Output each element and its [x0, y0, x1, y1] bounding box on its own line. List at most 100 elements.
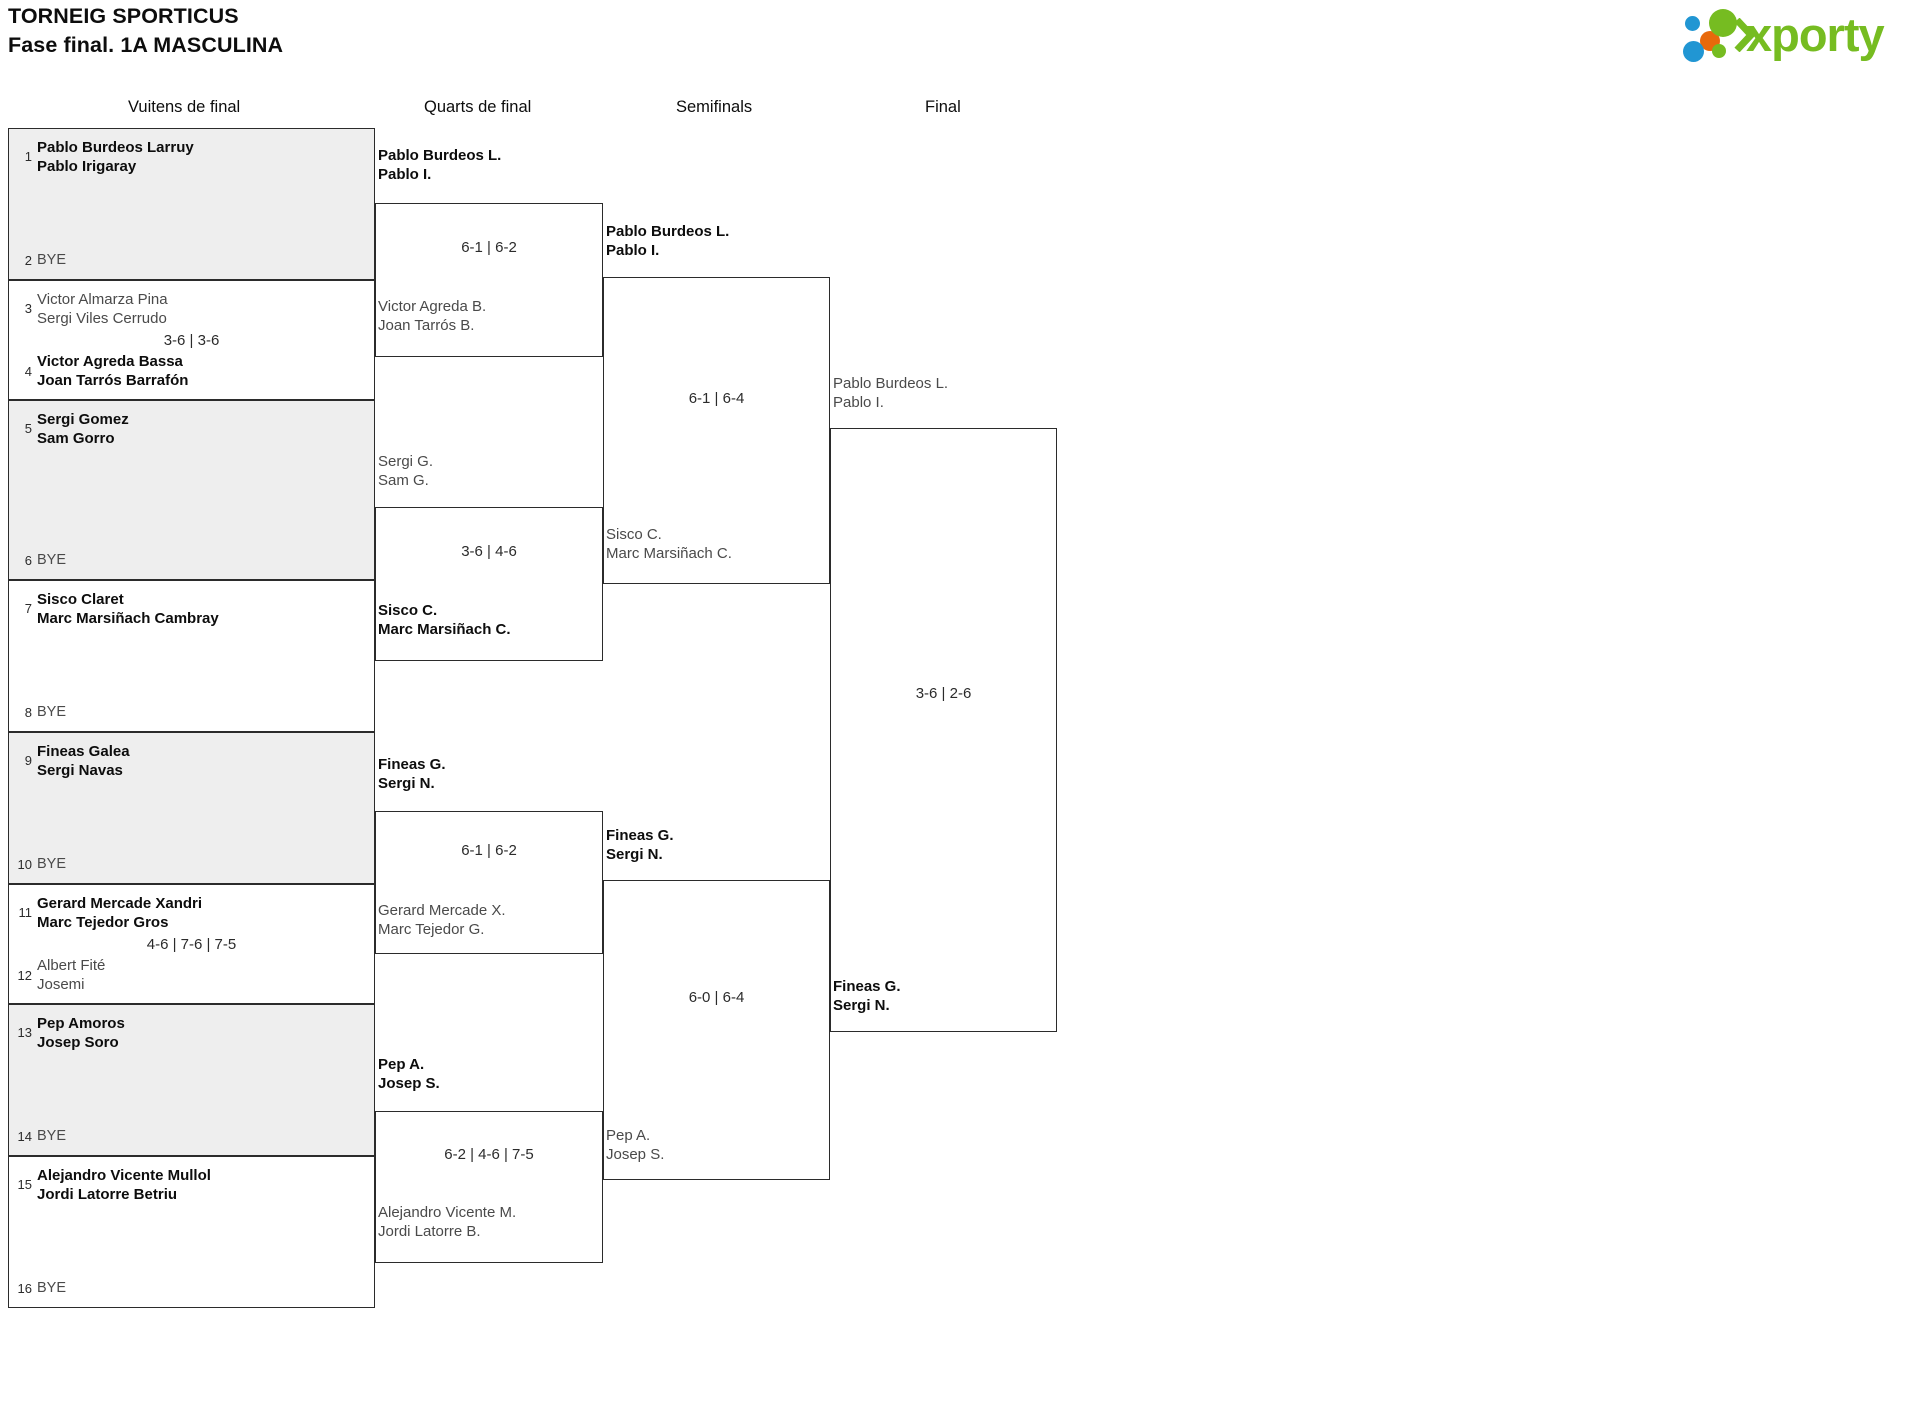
- seed-number: 8: [24, 705, 32, 720]
- qf1-connector[interactable]: 6-1 | 6-2: [375, 203, 603, 357]
- player-names: BYE: [37, 1128, 67, 1144]
- r1-match-8-bottom[interactable]: 16 BYE: [9, 1279, 374, 1298]
- title-block: TORNEIG SPORTICUS Fase final. 1A MASCULI…: [8, 2, 283, 60]
- seed-number: 13: [17, 1025, 32, 1040]
- final-bottom-entry[interactable]: Fineas G.Sergi N.: [833, 978, 901, 1014]
- sf1-bottom-entry[interactable]: Sisco C.Marc Marsiñach C.: [606, 526, 732, 562]
- seed-number: 15: [17, 1177, 32, 1192]
- qf3-top-entry[interactable]: Fineas G.Sergi N.: [378, 756, 446, 792]
- qf3-score: 6-1 | 6-2: [461, 842, 517, 859]
- logo-dot-blue-large: [1683, 41, 1704, 62]
- sf2-bottom-entry[interactable]: Pep A.Josep S.: [606, 1127, 665, 1163]
- qf1-score: 6-1 | 6-2: [461, 239, 517, 256]
- final-connector[interactable]: 3-6 | 2-6: [830, 428, 1057, 1032]
- r1-match-3-bottom[interactable]: 6 BYE: [9, 551, 374, 570]
- logo-dots-icon: [1682, 8, 1744, 62]
- logo-dot-green-small: [1712, 44, 1726, 58]
- logo-chevron-icon: [1734, 18, 1756, 52]
- seed-number: 3: [24, 301, 32, 316]
- xporty-logo[interactable]: xporty: [1682, 4, 1910, 66]
- r1-match-5-bottom[interactable]: 10 BYE: [9, 855, 374, 874]
- r1-match-7-bottom[interactable]: 14 BYE: [9, 1127, 374, 1146]
- r1-match-1-bottom[interactable]: 2 BYE: [9, 251, 374, 270]
- qf2-bottom-entry[interactable]: Sisco C.Marc Marsiñach C.: [378, 602, 511, 638]
- sf2-top-entry[interactable]: Fineas G.Sergi N.: [606, 827, 674, 863]
- player-names: BYE: [37, 704, 67, 720]
- seed-number: 9: [24, 753, 32, 768]
- final-top-entry[interactable]: Pablo Burdeos L.Pablo I.: [833, 375, 949, 411]
- sf1-connector[interactable]: 6-1 | 6-4: [603, 277, 830, 584]
- sf2-score: 6-0 | 6-4: [688, 989, 745, 1006]
- final-score: 3-6 | 2-6: [915, 685, 972, 702]
- qf2-score: 3-6 | 4-6: [461, 543, 517, 560]
- qf4-connector[interactable]: 6-2 | 4-6 | 7-5: [375, 1111, 603, 1263]
- sf1-top-entry[interactable]: Pablo Burdeos L.Pablo I.: [606, 223, 730, 259]
- qf3-connector[interactable]: 6-1 | 6-2: [375, 811, 603, 954]
- qf3-bottom-entry[interactable]: Gerard Mercade X.Marc Tejedor G.: [378, 902, 506, 938]
- qf2-connector[interactable]: 3-6 | 4-6: [375, 507, 603, 661]
- player-names: BYE: [37, 252, 67, 268]
- page-header: TORNEIG SPORTICUS Fase final. 1A MASCULI…: [0, 0, 1920, 78]
- player-names: BYE: [37, 856, 67, 872]
- sf1-score: 6-1 | 6-4: [688, 390, 745, 407]
- qf1-top-entry[interactable]: Pablo Burdeos L.Pablo I.: [378, 147, 502, 183]
- round-header-round-of-16: Vuitens de final: [128, 98, 241, 116]
- seed-number: 14: [17, 1129, 32, 1144]
- seed-number: 12: [17, 968, 32, 983]
- seed-number: 4: [24, 364, 32, 379]
- sf2-connector[interactable]: 6-0 | 6-4: [603, 880, 830, 1180]
- tournament-subtitle: Fase final. 1A MASCULINA: [8, 33, 284, 57]
- qf4-score: 6-2 | 4-6 | 7-5: [444, 1146, 534, 1163]
- qf4-bottom-entry[interactable]: Alejandro Vicente M.Jordi Latorre B.: [378, 1204, 517, 1240]
- seed-number: 10: [17, 857, 32, 872]
- logo-dot-blue-small: [1685, 16, 1700, 31]
- seed-number: 16: [17, 1281, 32, 1296]
- player-names: BYE: [37, 552, 67, 568]
- player-names: BYE: [37, 1280, 67, 1296]
- qf1-bottom-entry[interactable]: Victor Agreda B.Joan Tarrós B.: [378, 298, 487, 334]
- round-header-quarterfinals: Quarts de final: [424, 98, 532, 116]
- qf4-top-entry[interactable]: Pep A.Josep S.: [378, 1056, 440, 1092]
- seed-number: 5: [24, 421, 32, 436]
- logo-dot-green-large: [1709, 9, 1737, 37]
- r1-match-4-bottom[interactable]: 8 BYE: [9, 703, 374, 722]
- tournament-title: TORNEIG SPORTICUS: [8, 4, 239, 28]
- seed-number: 7: [24, 601, 32, 616]
- seed-number: 2: [24, 253, 32, 268]
- logo-wordmark: xporty: [1746, 8, 1885, 61]
- round-header-semifinals: Semifinals: [676, 98, 753, 116]
- round-header-final: Final: [925, 98, 961, 116]
- r1-match-2-score: 3-6 | 3-6: [163, 332, 220, 349]
- seed-number: 6: [24, 553, 32, 568]
- qf2-top-entry[interactable]: Sergi G.Sam G.: [378, 453, 434, 489]
